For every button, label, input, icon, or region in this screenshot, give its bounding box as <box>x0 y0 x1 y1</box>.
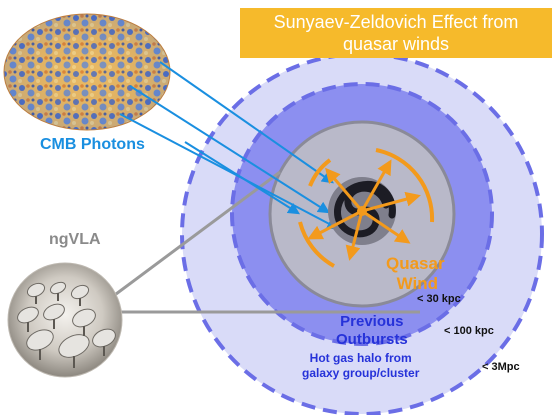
quasar-wind-label: Quasar Wind <box>386 254 445 294</box>
title-line-2: quasar winds <box>342 34 450 54</box>
previous-outbursts-label: Previous Outbursts <box>336 313 408 349</box>
title-line-1: Sunyaev-Zeldovich Effect from <box>273 12 519 32</box>
scale-30-kpc-label: < 30 kpc <box>417 293 461 305</box>
cmb-map-icon <box>3 13 171 131</box>
ngvla-label: ngVLA <box>49 231 101 248</box>
ngvla-projection-line-upper <box>111 170 281 299</box>
quasar-wind-label-line-2: Wind <box>396 274 438 293</box>
cmb-photons-label: CMB Photons <box>40 136 145 153</box>
telescope-array-icon <box>7 262 123 378</box>
hot-gas-halo-label: Hot gas halo from galaxy group/cluster <box>302 351 419 381</box>
scale-100-kpc-label: < 100 kpc <box>444 325 494 337</box>
quasar-wind-label-line-1: Quasar <box>386 254 445 273</box>
quasar-wind-arrows <box>298 148 435 268</box>
scale-3-mpc-label: < 3Mpc <box>482 361 520 373</box>
previous-outbursts-line-2: Outbursts <box>336 331 408 348</box>
cmb-photon-arrows <box>119 61 340 230</box>
hot-gas-halo-line-1: Hot gas halo from <box>309 351 412 365</box>
previous-outbursts-line-1: Previous <box>340 313 404 330</box>
hot-gas-halo-line-2: galaxy group/cluster <box>302 366 420 380</box>
title-box: Sunyaev-Zeldovich Effect from quasar win… <box>240 8 552 58</box>
